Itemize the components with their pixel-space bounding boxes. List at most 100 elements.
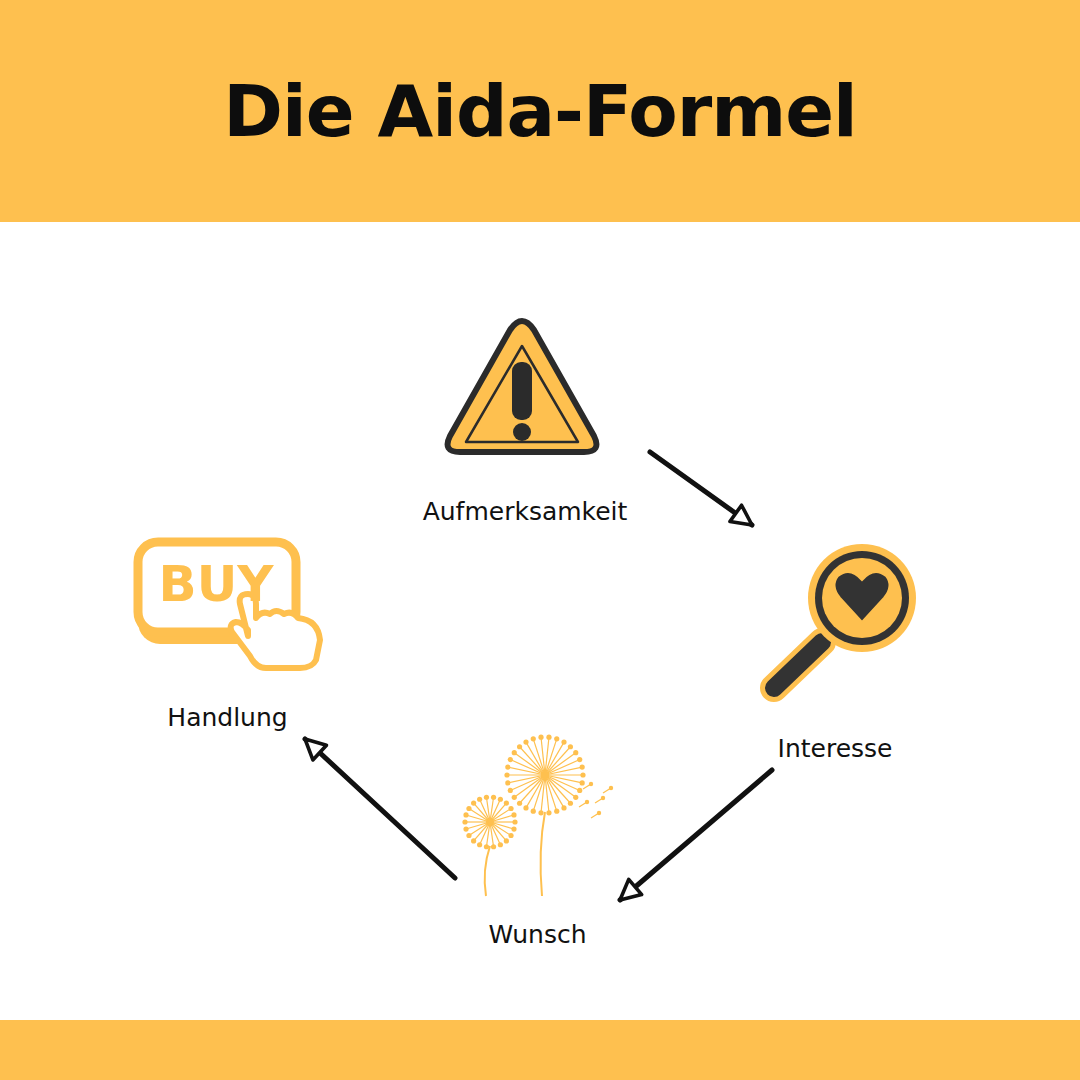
seed-tuft (491, 795, 496, 800)
seed-tuft (498, 842, 503, 847)
dandelion-stem (541, 812, 545, 896)
seed-tuft (512, 750, 517, 755)
seed-stroke (545, 775, 549, 813)
seed-stroke (508, 775, 545, 783)
seed-tuft (511, 812, 516, 817)
flying-seed (597, 811, 601, 815)
seed-tuft (517, 744, 522, 749)
seed-tuft (523, 805, 528, 810)
flying-seed (609, 786, 613, 790)
seed-tuft (477, 842, 482, 847)
seed-tuft (577, 788, 582, 793)
seed-tuft (568, 744, 573, 749)
button-text: BUY (159, 556, 274, 612)
seed-tuft (580, 772, 585, 777)
seed-tuft (531, 736, 536, 741)
stage-label: Handlung (167, 703, 287, 733)
seed-tuft (505, 780, 510, 785)
stage-label: Interesse (778, 734, 893, 764)
seed-tuft (531, 809, 536, 814)
seed-tuft (580, 764, 585, 769)
seed-tuft (573, 795, 578, 800)
lens-glass (822, 558, 902, 638)
seed-tuft (538, 810, 543, 815)
title: Die Aida-Formel (223, 69, 857, 153)
seed-tuft (462, 819, 467, 824)
seed-tuft (508, 806, 513, 811)
seed-stroke (510, 775, 545, 790)
seed-stroke (545, 742, 564, 775)
seed-tuft (484, 795, 489, 800)
seed-stroke (520, 747, 545, 775)
seed-tuft (580, 780, 585, 785)
title-band: Die Aida-Formel (0, 0, 1080, 222)
seed-stroke (507, 774, 545, 775)
seed-stroke (545, 774, 583, 775)
warning-triangle (448, 321, 597, 452)
seed-tuft (546, 735, 551, 740)
stage-node: Aufmerksamkeit (400, 318, 650, 533)
footer-band (0, 1020, 1080, 1080)
seed-tuft (554, 809, 559, 814)
seed-stroke (545, 775, 570, 803)
seed-stroke (514, 753, 545, 775)
seed-tuft (466, 806, 471, 811)
seed-tuft (511, 826, 516, 831)
handle (774, 642, 822, 688)
flow-arrow (305, 739, 455, 878)
seed-stroke (545, 760, 580, 775)
seed-tuft (512, 819, 517, 824)
dandelion-icon (462, 735, 613, 896)
seed-core (541, 771, 549, 779)
seed-tuft (505, 764, 510, 769)
seed-tuft (573, 750, 578, 755)
seed-tuft (568, 801, 573, 806)
seed-tuft (466, 833, 471, 838)
lens-rim (808, 544, 916, 652)
seed-tuft (504, 801, 509, 806)
seed-tuft (471, 838, 476, 843)
exclamation-dot (513, 423, 531, 441)
heart (834, 572, 889, 622)
seed-stroke (541, 737, 545, 775)
seed-tuft (463, 826, 468, 831)
stage-label: Aufmerksamkeit (423, 497, 628, 527)
exclamation-bar (512, 362, 532, 420)
handle-outline (774, 642, 822, 688)
seed-tuft (554, 736, 559, 741)
seed-tuft (577, 757, 582, 762)
seed-tuft (517, 801, 522, 806)
seed-tuft (463, 812, 468, 817)
stage-node: Wunsch (455, 740, 620, 956)
seed-stroke (545, 767, 582, 775)
stage-node: Interesse (740, 525, 930, 770)
seed-tuft (561, 805, 566, 810)
seed-tuft (471, 801, 476, 806)
seed-core (486, 818, 494, 826)
flying-seed (585, 800, 589, 804)
seed-tuft (491, 844, 496, 849)
seed-tuft (523, 739, 528, 744)
seed-tuft (546, 810, 551, 815)
seed-stroke (526, 775, 545, 808)
flow-arrow (620, 770, 772, 900)
seed-tuft (512, 795, 517, 800)
flying-seed (601, 796, 605, 800)
seed-tuft (561, 739, 566, 744)
seed-tuft (538, 735, 543, 740)
seed-tuft (477, 797, 482, 802)
seed-tuft (504, 838, 509, 843)
lens-ring (815, 551, 909, 645)
seed-tuft (508, 833, 513, 838)
seed-tuft (508, 788, 513, 793)
dandelion-stem (485, 846, 490, 896)
seed-tuft (484, 844, 489, 849)
magnifier-icon (774, 544, 916, 688)
buy-button-icon (138, 542, 320, 668)
seed-tuft (508, 757, 513, 762)
seed-tuft (504, 772, 509, 777)
stage-label: Wunsch (488, 920, 586, 950)
